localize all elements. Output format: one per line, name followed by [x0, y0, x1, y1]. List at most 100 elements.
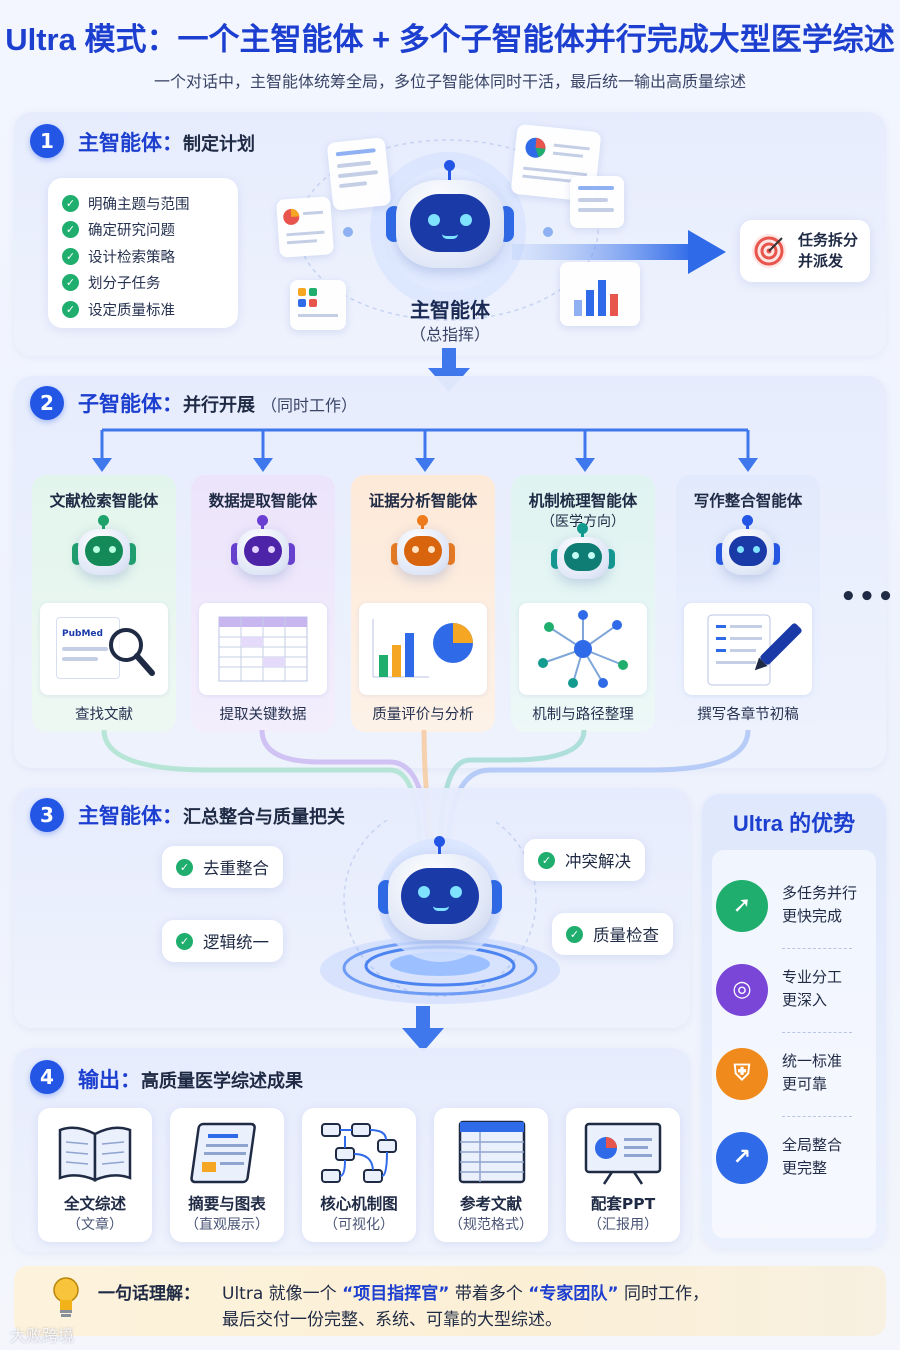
- dispatch-line2: 并派发: [798, 252, 844, 270]
- summary-text: Ultra 就像一个: [222, 1284, 337, 1304]
- output-label: 参考文献: [459, 1195, 522, 1213]
- output-abstract-figures: 摘要与图表 （直观展示）: [170, 1108, 284, 1242]
- step3-panel: [14, 788, 690, 1028]
- agent-writing: 写作整合智能体 撰写各章节初稿: [676, 475, 820, 732]
- pubmed-text: PubMed: [62, 629, 103, 639]
- robot-icon: [716, 515, 780, 583]
- summary-highlight: “专家团队”: [528, 1284, 619, 1304]
- floating-doc-card: [326, 137, 392, 211]
- page-subtitle: 一个对话中，主智能体统筹全局，多位子智能体同时干活，最后统一输出高质量综述: [153, 72, 746, 91]
- agent-mechanism: 机制梳理智能体 （医学方向） 机制与路径整理: [511, 475, 655, 732]
- output-sub: （规范格式）: [449, 1217, 533, 1233]
- step1-heading: 主智能体：制定计划: [78, 127, 255, 157]
- network-icon: [538, 610, 628, 688]
- checklist-item: ✓设计检索策略: [62, 243, 224, 270]
- advantage-item: ◎ 专业分工更深入: [716, 958, 872, 1022]
- robot-icon: [391, 515, 455, 583]
- check-icon: ✓: [566, 925, 583, 943]
- step2-badge: 2: [30, 386, 64, 420]
- pubmed-card: PubMed: [40, 603, 168, 695]
- advantages-title: Ultra 的优势: [732, 811, 856, 836]
- divider: [782, 1032, 852, 1033]
- agent-title: 机制梳理智能体: [528, 492, 638, 510]
- agent-subtitle: （医学方向）: [541, 514, 625, 530]
- step1-heading-sub: 制定计划: [183, 134, 255, 155]
- floating-list-card: [570, 176, 624, 228]
- step4-heading-main: 输出：: [78, 1068, 141, 1092]
- watermark: 大败跨境: [10, 1326, 75, 1345]
- step1-heading-main: 主智能体：: [78, 131, 183, 155]
- robot-icon: [231, 515, 295, 583]
- check-icon: ✓: [62, 247, 79, 265]
- divider: [782, 948, 852, 949]
- step2-heading-main: 子智能体：: [78, 392, 183, 416]
- analysis-chart-card: [359, 603, 487, 695]
- pill-logic: ✓逻辑统一: [162, 920, 283, 962]
- robot-icon: [551, 523, 615, 585]
- summary-line1: Ultra 就像一个 “项目指挥官” 带着多个 “专家团队” 同时工作，: [222, 1279, 709, 1304]
- writing-card: [684, 603, 812, 695]
- step3-badge: 3: [30, 798, 64, 832]
- step4-badge: 4: [30, 1060, 64, 1094]
- step4-heading: 输出：高质量医学综述成果: [78, 1064, 303, 1094]
- chart-icon: ↗: [716, 1132, 768, 1184]
- output-references: 参考文献 （规范格式）: [434, 1108, 548, 1242]
- step3-heading-sub: 汇总整合与质量把关: [183, 807, 345, 828]
- step2-heading-note: （同时工作）: [261, 396, 358, 415]
- pill-dedupe: ✓去重整合: [162, 846, 283, 888]
- lightbulb-icon: [53, 1277, 79, 1317]
- table-icon: [218, 616, 308, 682]
- agent-title: 证据分析智能体: [368, 492, 478, 510]
- summary-lead: 一句话理解：: [98, 1284, 200, 1304]
- output-label: 全文综述: [63, 1195, 126, 1213]
- bar-pie-icon: [372, 619, 473, 678]
- agent-data-extraction: 数据提取智能体 提取关键数据: [191, 475, 335, 732]
- hub-robot-icon: [378, 836, 502, 946]
- shield-icon: ⛨: [716, 1048, 768, 1100]
- check-icon: ✓: [176, 932, 193, 950]
- summary-text: 同时工作，: [624, 1284, 709, 1304]
- divider: [782, 1116, 852, 1117]
- pill-quality: ✓质量检查: [552, 913, 673, 955]
- step3-heading: 主智能体：汇总整合与质量把关: [78, 800, 345, 830]
- floating-bar-card: [560, 262, 640, 326]
- agent-evidence-analysis: 证据分析智能体 质量评价与分析: [351, 475, 495, 732]
- plan-checklist: ✓明确主题与范围 ✓确定研究问题 ✓设计检索策略 ✓划分子任务 ✓设定质量标准: [48, 178, 238, 328]
- rocket-icon: ➚: [716, 880, 768, 932]
- search-icon: [109, 628, 155, 676]
- agent-title: 数据提取智能体: [208, 492, 318, 510]
- agent-title: 文献检索智能体: [49, 492, 159, 510]
- floating-pie-card: [276, 196, 334, 258]
- check-icon: ✓: [62, 274, 79, 292]
- check-icon: ✓: [62, 221, 79, 239]
- main-robot-icon: [386, 160, 514, 272]
- floating-report-card: [510, 123, 602, 203]
- output-label: 摘要与图表: [188, 1195, 266, 1213]
- check-icon: ✓: [176, 858, 193, 876]
- flowchart-icon: [321, 1123, 397, 1183]
- presentation-icon: [584, 1122, 662, 1185]
- output-label: 核心机制图: [320, 1195, 398, 1213]
- output-sub: （直观展示）: [185, 1217, 269, 1233]
- main-agent-label: 主智能体: [410, 298, 490, 322]
- advantage-item: ➚ 多任务并行更快完成: [716, 874, 872, 938]
- agent-caption: 提取关键数据: [219, 707, 307, 723]
- book-icon: [58, 1126, 132, 1182]
- advantage-item: ↗ 全局整合更完整: [716, 1126, 872, 1190]
- step2-heading: 子智能体：并行开展（同时工作）: [78, 388, 357, 418]
- check-icon: ✓: [538, 851, 555, 869]
- summary-highlight: “项目指挥官”: [342, 1284, 450, 1304]
- agent-literature-search: 文献检索智能体 PubMed 查找文献: [32, 475, 176, 732]
- step4-heading-sub: 高质量医学综述成果: [141, 1071, 303, 1092]
- reference-table-icon: [458, 1120, 526, 1184]
- dispatch-line1: 任务拆分: [798, 231, 859, 249]
- floating-grid-card: [290, 280, 346, 330]
- pill-conflict: ✓冲突解决: [524, 839, 645, 881]
- check-icon: ✓: [62, 300, 79, 318]
- check-icon: ✓: [62, 194, 79, 212]
- output-sub: （汇报用）: [588, 1217, 658, 1233]
- dispatch-arrow: [512, 230, 726, 274]
- pen-doc-icon: [707, 614, 802, 686]
- summary-line2: 最后交付一份完整、系统、可靠的大型综述。: [222, 1310, 562, 1330]
- dispatch-card: 任务拆分 并派发: [740, 220, 870, 282]
